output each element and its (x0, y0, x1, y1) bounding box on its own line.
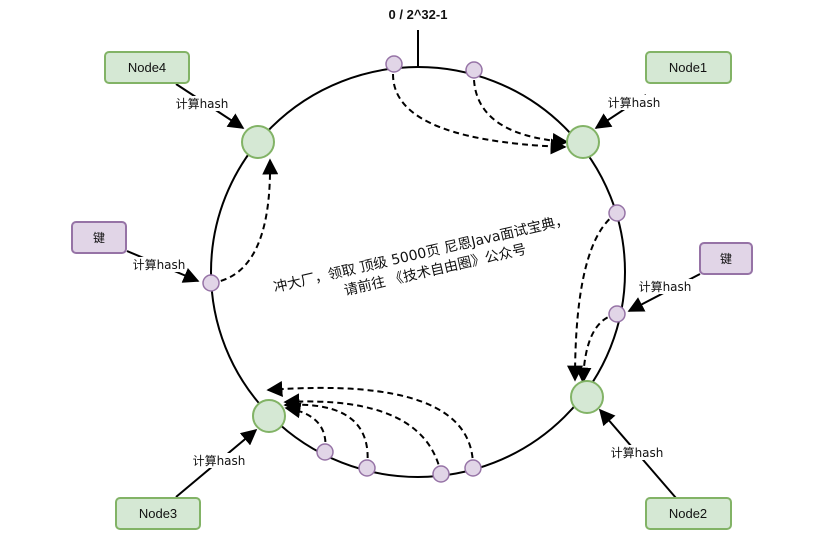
ring-key-point (432, 465, 450, 483)
key-right-box: 键 (699, 242, 753, 275)
ring-node2-point (570, 380, 604, 414)
arrow-key-to-node3-d (284, 402, 327, 453)
hash-label-node3: 计算hash (193, 453, 246, 468)
node3-label: Node3 (139, 506, 177, 521)
key-left-box: 键 (71, 221, 127, 254)
hash-label-node2: 计算hash (611, 445, 664, 460)
ring-key-point (202, 274, 220, 292)
hash-label-key-right: 计算hash (639, 279, 692, 294)
ring-key-point (316, 443, 334, 461)
hash-labels: 计算hash 计算hash 计算hash 计算hash 计算hash 计算has… (132, 95, 692, 468)
hash-label-key-left: 计算hash (133, 257, 186, 272)
ring-key-point (465, 61, 483, 79)
ring-key-point (385, 55, 403, 73)
arrow-key-to-node1-a (392, 63, 567, 155)
ring-key-point (608, 204, 626, 222)
key-left-label: 键 (93, 231, 105, 245)
node2-label: Node2 (669, 506, 707, 521)
arrow-key-to-node3-b (283, 393, 442, 475)
node1-box: Node1 (645, 51, 732, 84)
ring-key-point (464, 459, 482, 477)
key-mapping-arrows (210, 63, 618, 475)
arrow-key-to-node3-a (266, 380, 475, 469)
hash-label-node1: 计算hash (608, 95, 661, 110)
ring-key-points (202, 55, 626, 483)
arrow-key-to-node4 (210, 158, 279, 284)
ring-origin-label: 0 / 2^32-1 (389, 7, 448, 22)
arrow-key-to-node1-b (472, 69, 569, 149)
ring-key-point (608, 305, 626, 323)
node3-box: Node3 (115, 497, 201, 530)
arrow-key-to-node2-a (567, 212, 618, 382)
arrow-key-to-node2-b (575, 313, 618, 384)
hash-label-node4: 计算hash (176, 96, 229, 111)
ring-key-point (358, 459, 376, 477)
node4-box: Node4 (104, 51, 190, 84)
node4-label: Node4 (128, 60, 166, 75)
key-right-label: 键 (720, 252, 732, 266)
ring-node4-point (241, 125, 275, 159)
node1-label: Node1 (669, 60, 707, 75)
ring-node3-point (252, 399, 286, 433)
arrow-key-to-node3-c (283, 396, 369, 469)
ring-node1-point (566, 125, 600, 159)
watermark: 冲大厂，领取 顶级 5000页 尼恩Java面试宝典， 请前往 《技术自由圈》公… (272, 212, 570, 299)
ring-node-points (241, 125, 604, 433)
node2-box: Node2 (645, 497, 732, 530)
